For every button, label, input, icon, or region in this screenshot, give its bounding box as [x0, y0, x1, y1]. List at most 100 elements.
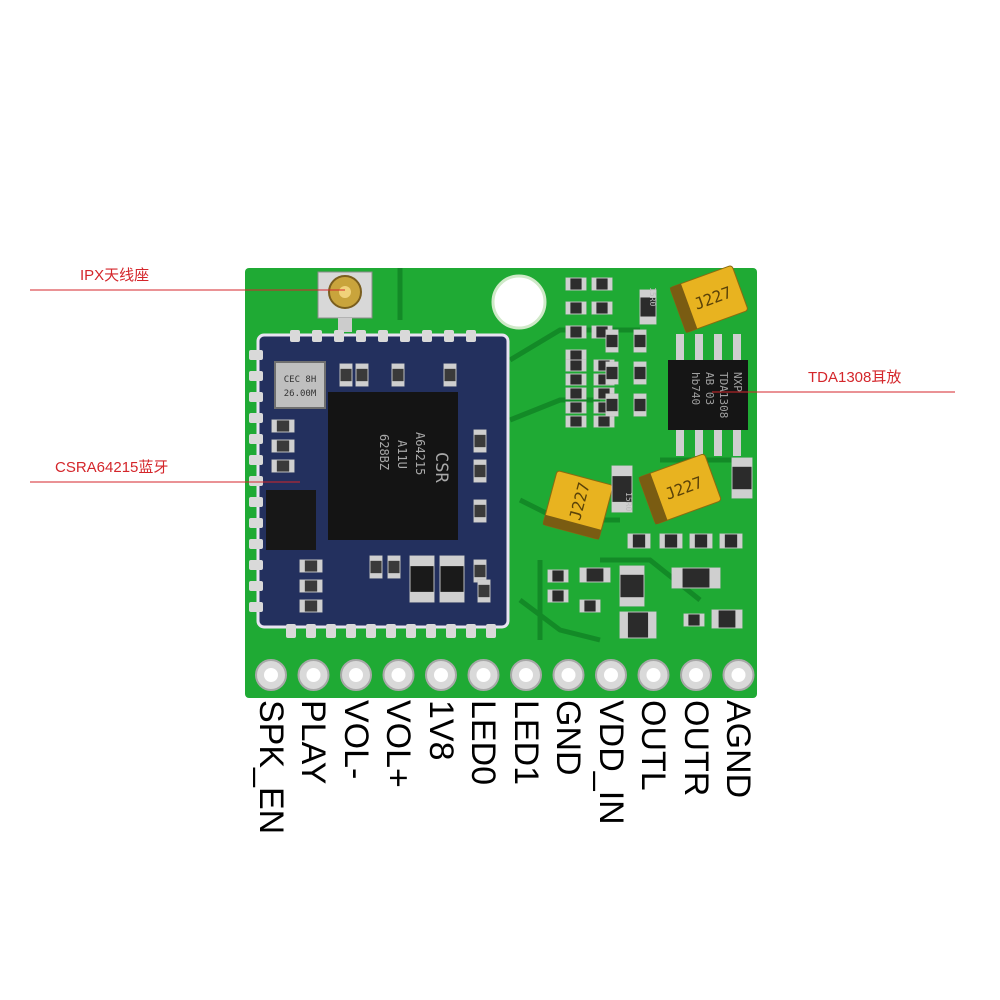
smd-component	[671, 567, 721, 589]
smd-component	[473, 499, 487, 523]
tantalum-capacitor: J227	[669, 265, 748, 333]
smd-component	[299, 599, 323, 613]
smd-component	[473, 429, 487, 453]
smd-component	[565, 325, 587, 339]
castellation-pad	[290, 330, 300, 342]
svg-text:NXP: NXP	[731, 372, 744, 392]
smd-component	[565, 373, 587, 386]
smd-component	[271, 419, 295, 433]
pin-pad	[595, 659, 627, 691]
pin-pad	[637, 659, 670, 691]
castellation-pad	[346, 624, 356, 638]
smd-component	[565, 415, 587, 428]
castellation-pad	[249, 497, 263, 507]
smd-component	[565, 387, 587, 400]
amplifier-legs	[676, 334, 741, 456]
smd-component	[565, 301, 587, 315]
amp-leg	[695, 430, 703, 456]
castellation-pad	[306, 624, 316, 638]
smd-component	[547, 589, 569, 603]
castellation-pad	[326, 624, 336, 638]
callout-ipx-label: IPX天线座	[80, 267, 150, 284]
smd-component	[271, 459, 295, 473]
smd-component	[591, 277, 613, 291]
smd-component	[443, 363, 457, 387]
smd-component	[639, 289, 657, 325]
smd-component	[271, 439, 295, 453]
amp-leg	[676, 430, 684, 456]
pin-label: LED0	[464, 700, 502, 786]
pin-pad	[467, 659, 500, 691]
svg-text:15R0: 15R0	[648, 287, 657, 306]
svg-text:TDA1308: TDA1308	[717, 372, 730, 418]
castellation-pad	[466, 330, 476, 342]
smd-component	[605, 393, 619, 417]
callout-csra-label: CSRA64215蓝牙	[55, 459, 169, 476]
smd-component	[579, 567, 611, 583]
smd-component	[299, 579, 323, 593]
smd-component	[683, 613, 705, 627]
smd-component	[619, 611, 657, 639]
flash-chip	[266, 490, 316, 550]
pcb-trace	[509, 397, 600, 423]
module-passives	[271, 363, 491, 613]
amplifier-chip: NXP TDA1308 AB 03 hb740	[668, 360, 748, 430]
castellation-pad	[334, 330, 344, 342]
svg-text:A64215: A64215	[413, 432, 427, 475]
svg-text:CEC 8H: CEC 8H	[284, 375, 317, 385]
castellation-pad	[356, 330, 366, 342]
pin-pad	[552, 659, 585, 691]
smd-component	[659, 533, 683, 549]
smd-component	[719, 533, 743, 549]
pin-label: OUTR	[677, 700, 715, 797]
castellation-pad	[249, 518, 263, 528]
pin-label: AGND	[719, 700, 757, 799]
pin-label: OUTL	[634, 700, 672, 791]
smd-component	[605, 361, 619, 385]
castellation-pad	[466, 624, 476, 638]
amp-leg	[733, 430, 741, 456]
castellation-pad	[400, 330, 410, 342]
castellation-pad	[249, 434, 263, 444]
pin-header-pads	[255, 659, 755, 691]
castellation-pad	[486, 624, 496, 638]
pin-label: GND	[549, 700, 587, 776]
svg-text:26.00M: 26.00M	[284, 389, 317, 399]
castellation-pad	[249, 350, 263, 360]
castellation-pad	[426, 624, 436, 638]
castellation-pad	[249, 539, 263, 549]
castellation-pad	[312, 330, 322, 342]
amp-leg	[714, 430, 722, 456]
pin-pad	[680, 659, 712, 691]
pin-pad	[425, 659, 457, 691]
svg-text:AB 03: AB 03	[703, 372, 716, 405]
castellation-pad	[249, 455, 263, 465]
module-castellation-pads	[249, 330, 496, 638]
smd-component	[369, 555, 383, 579]
smd-component	[593, 415, 615, 428]
svg-text:CSR: CSR	[431, 452, 451, 483]
castellation-pad	[249, 581, 263, 591]
castellation-pad	[444, 330, 454, 342]
pin-pad	[382, 659, 415, 691]
castellation-pad	[249, 413, 263, 423]
tantalum-capacitor: J227	[542, 470, 614, 540]
smd-component	[633, 361, 647, 385]
castellation-pad	[406, 624, 416, 638]
smd-component	[473, 559, 487, 583]
smd-component	[565, 277, 587, 291]
csr-chip: CSR A64215 A11U 628BZ	[328, 392, 458, 540]
smd-component	[565, 359, 587, 372]
pin-pad	[510, 659, 542, 691]
smd-component	[633, 329, 647, 353]
smd-component	[355, 363, 369, 387]
castellation-pad	[249, 392, 263, 402]
tantalum-capacitor: J227	[638, 453, 722, 525]
pin-label: VOL-	[337, 700, 375, 780]
svg-text:hb740: hb740	[689, 372, 702, 405]
callout-tda-label: TDA1308耳放	[808, 369, 902, 386]
smd-component	[689, 533, 713, 549]
amp-leg	[733, 334, 741, 360]
